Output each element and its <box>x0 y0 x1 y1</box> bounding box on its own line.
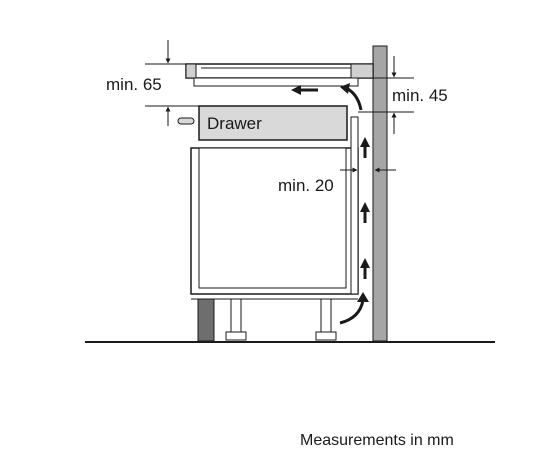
plinth <box>197 298 215 342</box>
cabinet <box>190 116 359 300</box>
drawer-handle <box>177 117 195 125</box>
wall <box>372 45 388 342</box>
drawer <box>198 105 348 141</box>
dimension-min-65 <box>145 40 199 126</box>
dimension-min-45 <box>358 56 414 134</box>
cabinet-legs <box>225 298 337 341</box>
label-min-65: min. 65 <box>106 75 162 94</box>
drawer-label: Drawer <box>207 114 262 133</box>
airflow-arrows <box>291 83 370 325</box>
label-min-20: min. 20 <box>278 176 334 195</box>
measurements-caption: Measurements in mm <box>300 432 454 449</box>
worktop <box>185 63 374 79</box>
label-min-45: min. 45 <box>392 86 448 105</box>
cooktop <box>193 77 359 87</box>
